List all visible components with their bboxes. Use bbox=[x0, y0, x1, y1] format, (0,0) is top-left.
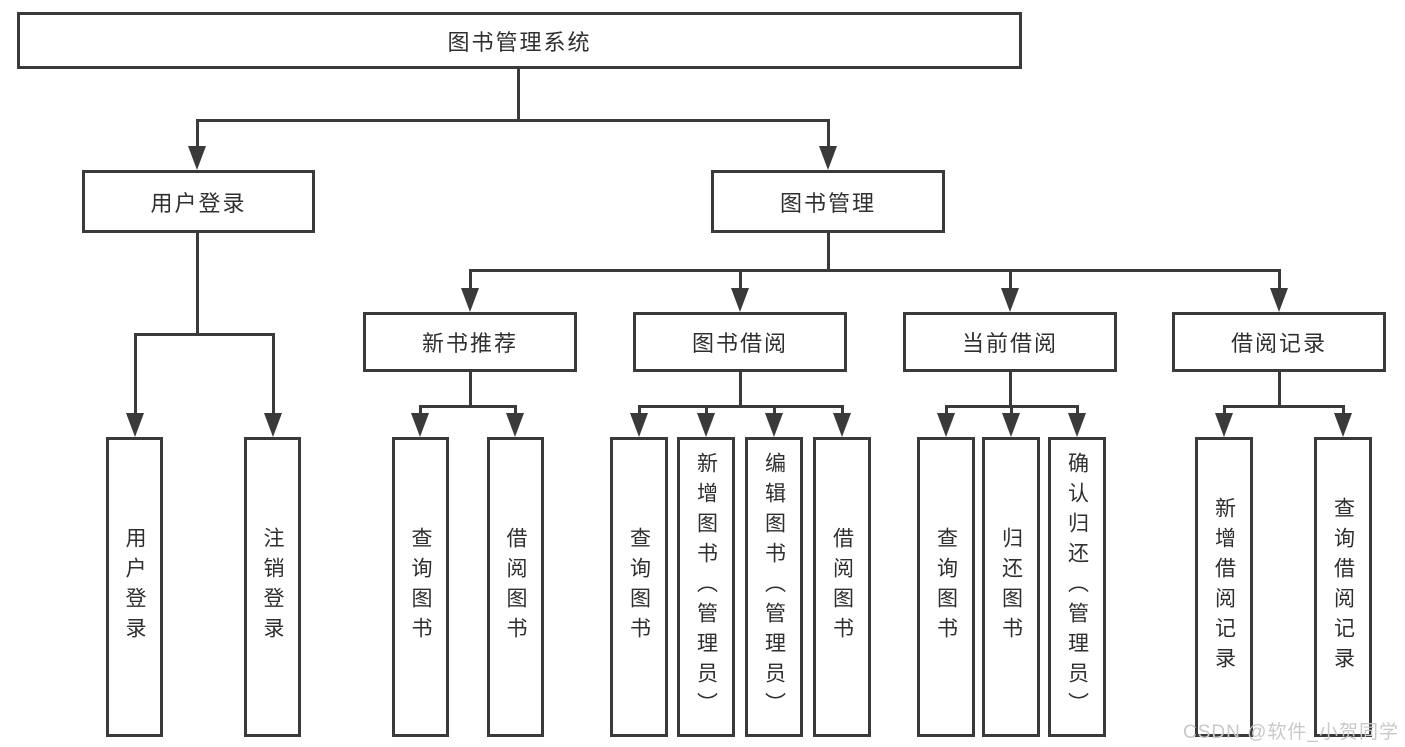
node-borrow-records: 借阅记录 bbox=[1172, 312, 1386, 372]
connector-line bbox=[841, 405, 844, 418]
connector-line bbox=[827, 233, 830, 271]
connector-line bbox=[514, 405, 517, 418]
connector-line bbox=[196, 119, 830, 122]
connector-line bbox=[1223, 405, 1226, 418]
arrow-down-icon bbox=[461, 288, 479, 312]
arrow-down-icon bbox=[1068, 413, 1086, 437]
arrow-down-icon bbox=[1334, 413, 1352, 437]
node-current-borrow: 当前借阅 bbox=[903, 312, 1117, 372]
arrow-down-icon bbox=[819, 146, 837, 170]
arrow-down-icon bbox=[1001, 288, 1019, 312]
arrow-down-icon bbox=[126, 413, 144, 437]
connector-line bbox=[1010, 405, 1013, 418]
connector-line bbox=[517, 69, 520, 121]
leaf-query-books-current: 查询图书 bbox=[917, 437, 975, 737]
leaf-borrow-books: 借阅图书 bbox=[813, 437, 871, 737]
connector-line bbox=[739, 372, 742, 407]
leaf-query-borrow-record: 查询借阅记录 bbox=[1314, 437, 1372, 737]
connector-line bbox=[1223, 405, 1344, 408]
leaf-return-books: 归还图书 bbox=[982, 437, 1040, 737]
arrow-down-icon bbox=[1002, 413, 1020, 437]
connector-line bbox=[1076, 405, 1079, 418]
connector-line bbox=[469, 269, 472, 291]
arrow-down-icon bbox=[630, 413, 648, 437]
connector-line bbox=[945, 405, 948, 418]
arrow-down-icon bbox=[1215, 413, 1233, 437]
arrow-down-icon bbox=[731, 288, 749, 312]
watermark: CSDN @软件_小贺同学 bbox=[1183, 722, 1399, 743]
connector-line bbox=[773, 405, 776, 418]
node-root: 图书管理系统 bbox=[17, 12, 1022, 69]
arrow-down-icon bbox=[937, 413, 955, 437]
leaf-logout: 注销登录 bbox=[244, 437, 301, 737]
leaf-edit-books-admin: 编辑图书（管理员） bbox=[745, 437, 803, 737]
connector-line bbox=[638, 405, 641, 418]
connector-line bbox=[1009, 372, 1012, 407]
leaf-add-borrow-record: 新增借阅记录 bbox=[1195, 437, 1253, 737]
connector-line bbox=[638, 405, 843, 408]
node-book-borrow: 图书借阅 bbox=[633, 312, 847, 372]
node-new-book-recommend: 新书推荐 bbox=[363, 312, 577, 372]
arrow-down-icon bbox=[697, 413, 715, 437]
arrow-down-icon bbox=[506, 413, 524, 437]
connector-line bbox=[469, 372, 472, 407]
connector-line bbox=[419, 405, 517, 408]
node-book-management: 图书管理 bbox=[711, 170, 945, 233]
connector-line bbox=[1009, 269, 1012, 291]
connector-line bbox=[705, 405, 708, 418]
connector-line bbox=[1342, 405, 1345, 418]
arrow-down-icon bbox=[264, 413, 282, 437]
connector-line bbox=[134, 333, 137, 415]
connector-line bbox=[739, 269, 742, 291]
connector-line bbox=[134, 333, 275, 336]
node-user-login: 用户登录 bbox=[82, 170, 315, 233]
leaf-confirm-return-admin: 确认归还（管理员） bbox=[1048, 437, 1106, 737]
leaf-query-books-recommend: 查询图书 bbox=[392, 437, 449, 737]
connector-line bbox=[827, 119, 830, 149]
arrow-down-icon bbox=[1270, 288, 1288, 312]
arrow-down-icon bbox=[765, 413, 783, 437]
arrow-down-icon bbox=[833, 413, 851, 437]
leaf-query-books-borrow: 查询图书 bbox=[610, 437, 668, 737]
leaf-user-login: 用户登录 bbox=[106, 437, 163, 737]
arrow-down-icon bbox=[188, 146, 206, 170]
connector-line bbox=[196, 233, 199, 335]
arrow-down-icon bbox=[411, 413, 429, 437]
connector-line bbox=[1278, 372, 1281, 407]
connector-line bbox=[469, 269, 1281, 272]
connector-line bbox=[419, 405, 422, 418]
connector-line bbox=[272, 333, 275, 415]
leaf-borrow-books-recommend: 借阅图书 bbox=[487, 437, 544, 737]
connector-line bbox=[1278, 269, 1281, 291]
leaf-add-books-admin: 新增图书（管理员） bbox=[677, 437, 735, 737]
connector-line bbox=[196, 119, 199, 149]
